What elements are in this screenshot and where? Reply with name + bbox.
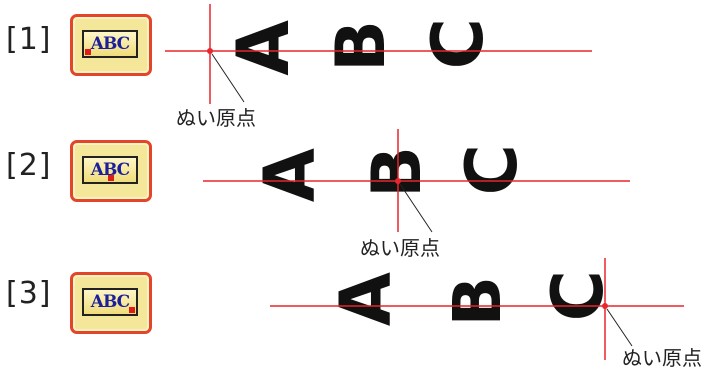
row-1-glyphs: A B C bbox=[221, 18, 499, 76]
button-1-text: ABC bbox=[90, 34, 130, 54]
row-1-leader-line bbox=[211, 53, 245, 103]
button-3-frame: ABC bbox=[82, 288, 138, 316]
row-2-origin-point bbox=[395, 178, 401, 184]
row-1-origin-point bbox=[207, 48, 213, 54]
row-1-origin-label: ぬい原点 bbox=[176, 106, 256, 130]
origin-marker-center bbox=[108, 175, 114, 181]
origin-center-button[interactable]: ABC bbox=[70, 140, 152, 202]
row-1-glyph-b: B bbox=[322, 20, 401, 72]
row-2-glyphs: A B C bbox=[249, 144, 533, 202]
button-1-frame: ABC bbox=[82, 30, 138, 58]
row-1-glyph-c: C bbox=[417, 18, 499, 69]
origin-marker-left bbox=[85, 49, 91, 55]
origin-left-button[interactable]: ABC bbox=[70, 14, 152, 76]
origin-marker-right bbox=[129, 307, 135, 313]
row-2-origin-label: ぬい原点 bbox=[360, 236, 440, 260]
row-3-glyph-c: C bbox=[537, 270, 619, 321]
button-2-frame: ABC bbox=[82, 156, 138, 184]
row-3-glyphs: A B C bbox=[325, 270, 619, 326]
row-2-glyph-a: A bbox=[249, 148, 331, 202]
button-3-text: ABC bbox=[90, 292, 130, 312]
origin-right-button[interactable]: ABC bbox=[70, 272, 152, 334]
row-1-glyph-a: A bbox=[221, 20, 305, 76]
row-1-label: [1] bbox=[6, 22, 52, 57]
row-3-label: [3] bbox=[6, 276, 52, 311]
button-2-text: ABC bbox=[90, 160, 130, 180]
row-3-glyph-b: B bbox=[439, 276, 516, 326]
row-2-leader-line bbox=[399, 183, 433, 233]
row-2-label: [2] bbox=[6, 148, 52, 183]
row-3-glyph-a: A bbox=[325, 272, 407, 326]
row-2-glyph-c: C bbox=[451, 144, 533, 195]
row-3-origin-label: ぬい原点 bbox=[622, 346, 702, 370]
row-3-leader-line bbox=[606, 308, 633, 347]
row-3-origin-point bbox=[602, 303, 608, 309]
